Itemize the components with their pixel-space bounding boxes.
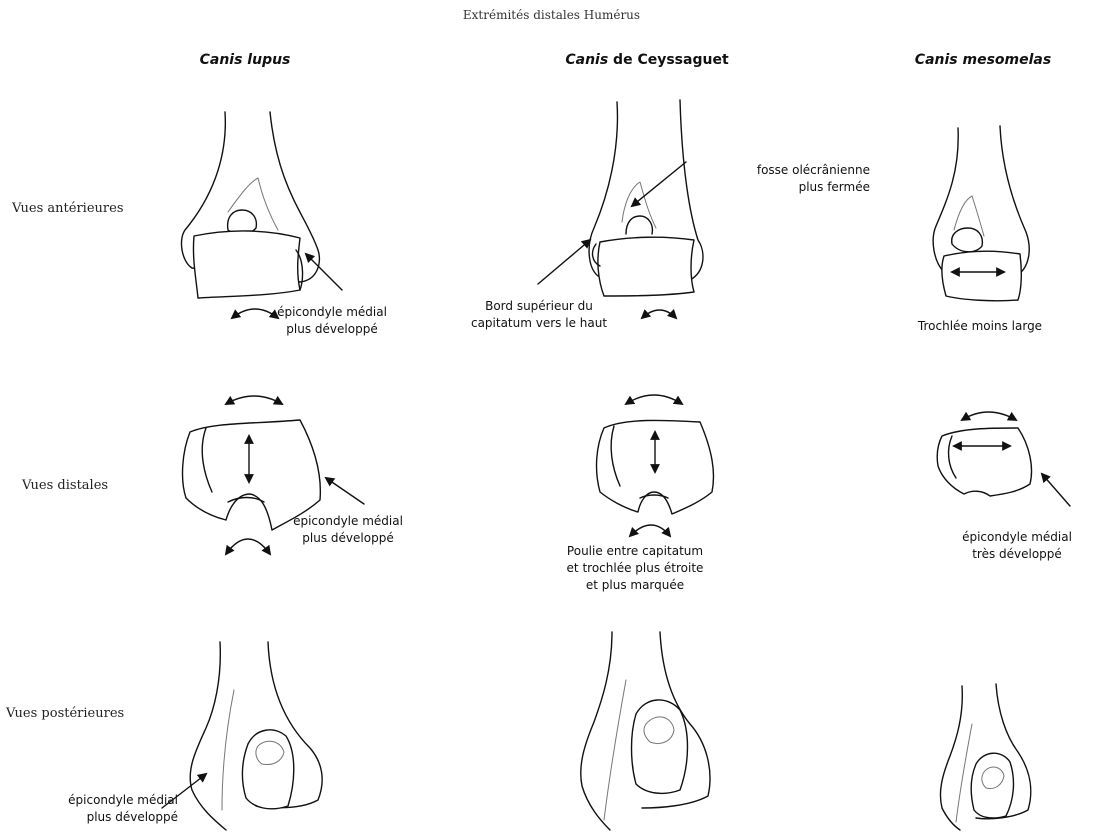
lupus-posterior-drawing bbox=[162, 642, 322, 830]
ceyssaguet-anterior-drawing bbox=[538, 100, 703, 318]
ceyssaguet-distal-drawing bbox=[597, 395, 714, 536]
mesomelas-distal-drawing bbox=[937, 412, 1070, 506]
lupus-distal-drawing bbox=[183, 396, 364, 554]
ceyssaguet-posterior-drawing bbox=[581, 632, 710, 830]
mesomelas-posterior-drawing bbox=[940, 684, 1030, 830]
lupus-anterior-drawing bbox=[181, 112, 342, 318]
mesomelas-anterior-drawing bbox=[933, 126, 1029, 301]
